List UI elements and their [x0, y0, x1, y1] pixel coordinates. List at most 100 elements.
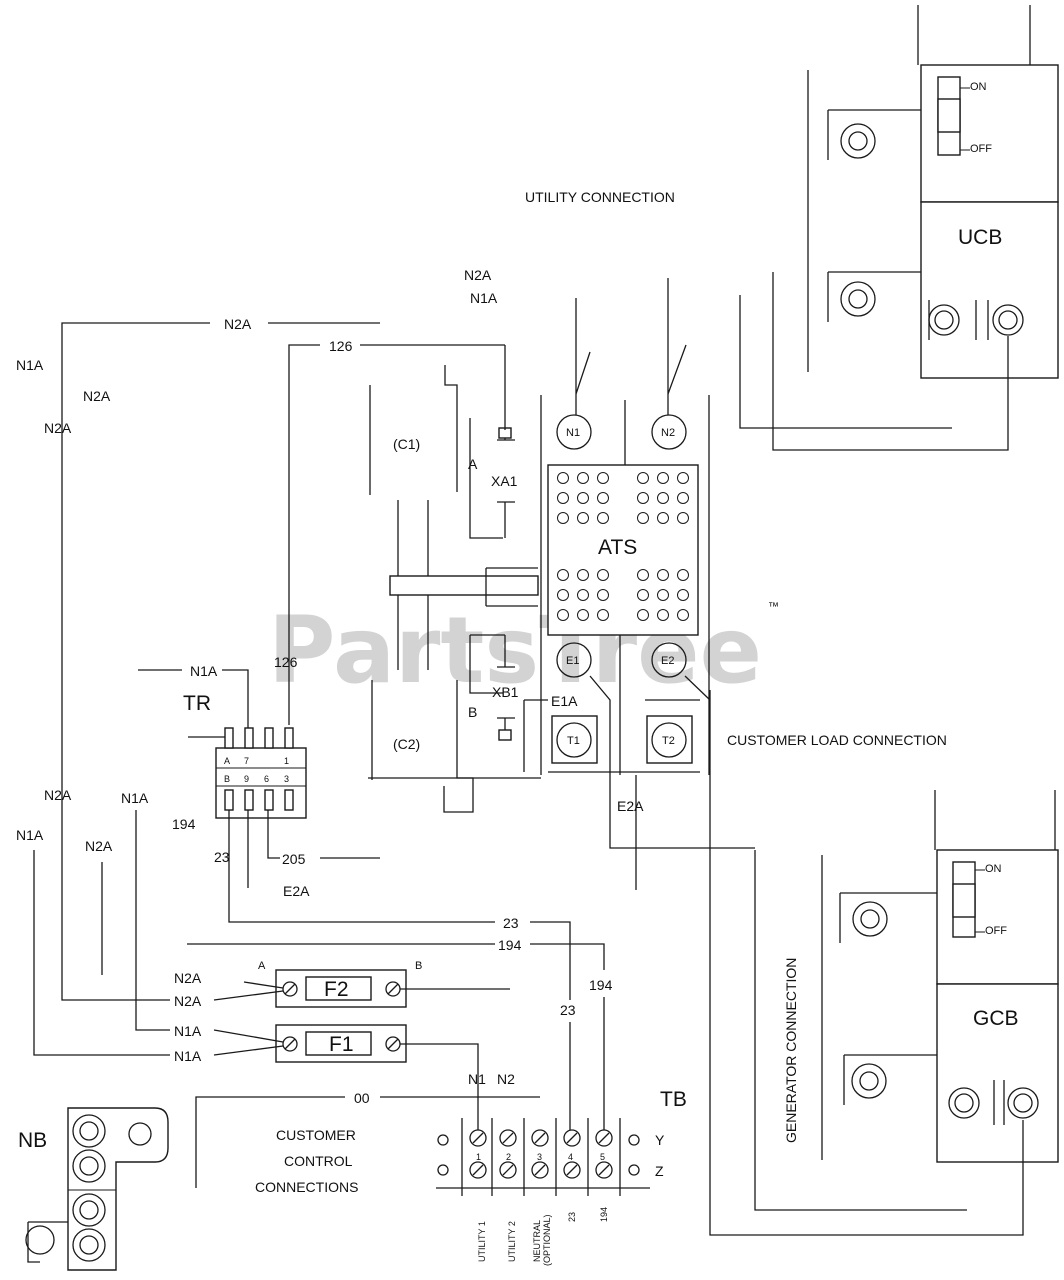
tr-pin-a: A [224, 756, 230, 766]
gcb-label: GCB [973, 1007, 1019, 1030]
ats-contact-dot [577, 589, 589, 601]
tb-num-1: 1 [476, 1152, 481, 1162]
tb-row-y: Y [655, 1132, 665, 1148]
ucb-on-label: ON [970, 81, 987, 93]
nb-neutral-block: NB [18, 1107, 169, 1271]
tb-terminal-block: TB N1 N2 00 Y Z 1 2 3 4 5 UTILITY 1 UTIL… [195, 1071, 687, 1266]
customer-load-connection-heading: CUSTOMER LOAD CONNECTION [727, 732, 947, 748]
wire-n1a-utility: N1A [470, 290, 498, 306]
fuse-f2-side-b: B [415, 960, 422, 972]
wire-n1a-mid-left: N1A [16, 827, 44, 843]
tb-bottom-neutral: NEUTRAL [532, 1220, 542, 1262]
wire-205: 205 [282, 851, 306, 867]
xa1-label: XA1 [491, 473, 518, 489]
ats-contact-dot [637, 569, 649, 581]
wire-n2a-f2-top: N2A [174, 970, 202, 986]
ats-actuator-rod [389, 575, 539, 596]
wire-194-tr: 194 [172, 816, 196, 832]
wire-n2a-f2: N2A [174, 993, 202, 1009]
ats-contact-dot [557, 472, 569, 484]
fuse-f2: A B F2 N2A N2A [61, 960, 510, 1009]
fuse-f1: F1 N1A N1A [174, 1023, 479, 1130]
ucb-body [920, 201, 1059, 379]
wire-e1a-label: E1A [551, 693, 578, 709]
ats-contact-dot [657, 569, 669, 581]
terminal-t2-box [646, 715, 693, 764]
wire-n2a-mid: N2A [44, 787, 72, 803]
ats-switch: ATS N1 N2 E1 E2 T1 T2 [540, 278, 755, 890]
ats-contact-dot [637, 589, 649, 601]
tb-bottom-optional: (OPTIONAL) [542, 1214, 552, 1266]
tr-pin-6: 6 [264, 774, 269, 784]
wire-a-label: A [468, 456, 478, 472]
wire-126-top: 126 [329, 338, 353, 354]
c1-label: (C1) [393, 436, 420, 452]
fuse-f2-cartridge [305, 976, 372, 1001]
customer-control-line-3: CONNECTIONS [255, 1179, 358, 1195]
wire-126-tr: 126 [274, 654, 298, 670]
ats-contact-dot [557, 492, 569, 504]
terminal-t2 [651, 722, 687, 758]
tb-bottom-utility-1: UTILITY 1 [477, 1221, 487, 1262]
ucb-switch-lever [937, 98, 961, 133]
tb-screw [469, 1161, 487, 1179]
tr-pin-9: 9 [244, 774, 249, 784]
tb-screw [531, 1161, 549, 1179]
tb-num-5: 5 [600, 1152, 605, 1162]
tb-bottom-23: 23 [567, 1212, 577, 1222]
tr-pin-7: 7 [244, 756, 249, 766]
terminal-e1 [556, 642, 592, 678]
ats-contact-dot [677, 569, 689, 581]
gcb-lug-1 [948, 1087, 980, 1119]
terminal-e1-label: E1 [566, 655, 579, 667]
tr-pin-b: B [224, 774, 230, 784]
wire-n2a-top: N2A [224, 316, 252, 332]
customer-control-line-1: CUSTOMER [276, 1127, 356, 1143]
ucb-off-label: OFF [970, 143, 992, 155]
tb-screw [595, 1161, 613, 1179]
ats-contact-dot [657, 512, 669, 524]
tb-screw [563, 1161, 581, 1179]
terminal-t1-box [551, 715, 598, 764]
c2-label: (C2) [393, 736, 420, 752]
wire-b-label: B [468, 704, 477, 720]
ats-contact-dot [577, 472, 589, 484]
generator-connection-heading: GENERATOR CONNECTION [783, 958, 799, 1143]
wire-n1a-f1: N1A [174, 1048, 202, 1064]
ats-contact-dot [577, 492, 589, 504]
tb-num-2: 2 [506, 1152, 511, 1162]
ats-contact-dot [637, 512, 649, 524]
wire-194-run: 194 [498, 937, 522, 953]
xb1-label: XB1 [492, 684, 519, 700]
wire-e2a-ats: E2A [617, 798, 644, 814]
tb-screw [499, 1161, 517, 1179]
wire-194-vertical: 194 [589, 977, 613, 993]
ats-contact-dot [597, 589, 609, 601]
gcb-breaker: ON OFF GCB [709, 690, 1059, 1236]
terminal-t1-label: T1 [567, 735, 580, 747]
ats-contact-block [547, 464, 699, 636]
nb-body [67, 1107, 169, 1271]
ats-contact-dot [637, 472, 649, 484]
terminal-n1-label: N1 [566, 427, 580, 439]
ucb-ground-lug-1 [840, 123, 876, 159]
customer-control-line-2: CONTROL [284, 1153, 353, 1169]
ats-contact-dot [597, 492, 609, 504]
ats-contact-dot [557, 512, 569, 524]
tr-label: TR [183, 692, 211, 715]
ats-coil-area: (C1) A XA1 XB1 B E1A (C2) [368, 365, 578, 813]
terminal-n2-label: N2 [661, 427, 675, 439]
tb-label: TB [660, 1088, 687, 1111]
ats-contact-dot [657, 609, 669, 621]
nb-label: NB [18, 1129, 47, 1152]
ats-contact-dot [557, 569, 569, 581]
tb-screw [595, 1129, 613, 1147]
fuse-f1-cartridge [305, 1031, 372, 1056]
wire-runs-top: N2A 126 N2A N1A N1A N2A N2A [16, 267, 506, 965]
ats-contact-dot [577, 512, 589, 524]
fuse-f2-label: F2 [324, 978, 349, 1001]
terminal-e2 [651, 642, 687, 678]
ats-contact-dot [657, 589, 669, 601]
ucb-ground-lug-2 [840, 281, 876, 317]
ats-contact-dot [657, 492, 669, 504]
